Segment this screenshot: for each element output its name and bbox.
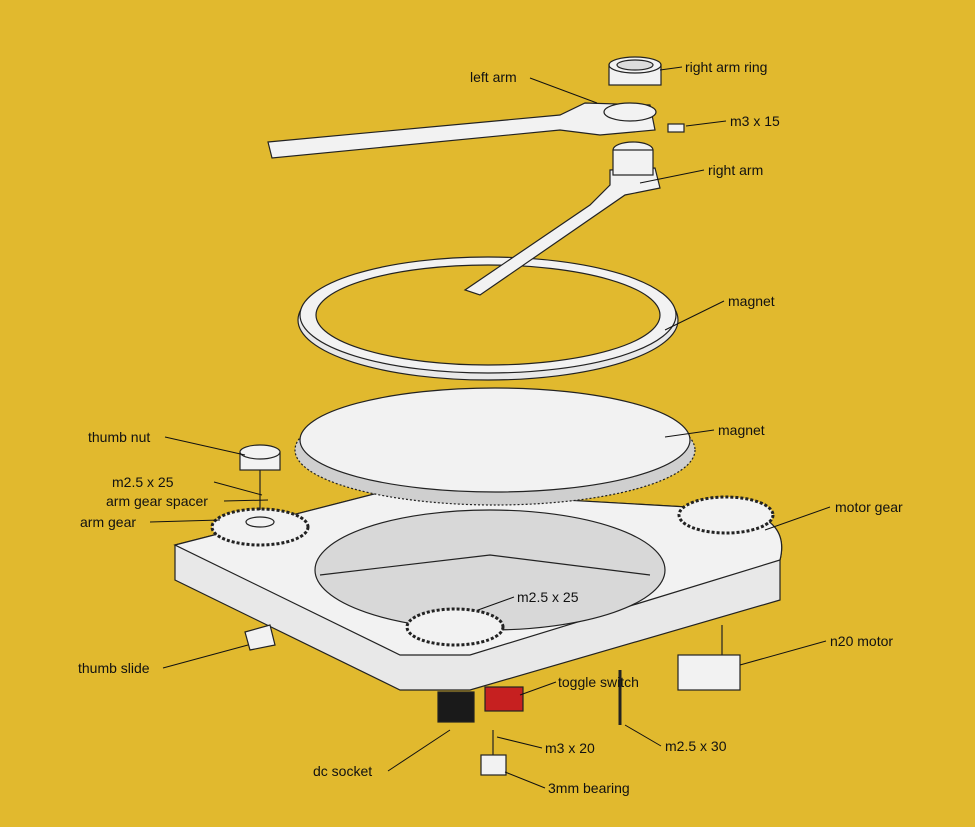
label-m3x20: m3 x 20: [545, 740, 595, 756]
thumb-slide: [244, 624, 276, 651]
right-arm: [463, 141, 661, 296]
label-m25x25-center: m2.5 x 25: [517, 589, 579, 605]
label-thumb-nut: thumb nut: [88, 429, 151, 445]
n20-motor: [677, 625, 741, 691]
label-m25x25-top: m2.5 x 25: [112, 474, 174, 490]
right-arm-ring: [608, 56, 662, 86]
label-motor-gear: motor gear: [835, 499, 903, 515]
label-magnet-ring: magnet: [728, 293, 775, 309]
label-dc-socket: dc socket: [313, 763, 373, 779]
label-n20-motor: n20 motor: [830, 633, 894, 649]
thumb-nut: [239, 444, 281, 510]
label-toggle-switch: toggle switch: [558, 674, 639, 690]
3mm-bearing: [480, 754, 507, 776]
label-thumb-slide: thumb slide: [78, 660, 150, 676]
label-3mm-bearing: 3mm bearing: [548, 780, 630, 796]
base-plate: [173, 489, 783, 691]
gear-disk: [294, 387, 696, 506]
label-right-arm-ring: right arm ring: [685, 59, 768, 75]
label-right-arm: right arm: [708, 162, 764, 178]
arm-gear: [210, 507, 310, 547]
left-arm: [267, 102, 657, 159]
label-magnet-disk: magnet: [718, 422, 765, 438]
dc-socket: [437, 691, 475, 723]
magnet-ring: [297, 256, 679, 381]
label-arm-gear: arm gear: [80, 514, 137, 530]
center-gear: [405, 607, 505, 647]
label-m25x30: m2.5 x 30: [665, 738, 727, 754]
label-m3x15: m3 x 15: [730, 113, 780, 129]
label-left-arm: left arm: [470, 69, 517, 85]
leader-lines: [149, 66, 831, 789]
label-arm-gear-spacer: arm gear spacer: [106, 493, 208, 509]
motor-gear: [677, 495, 775, 535]
m3x15-screw: [667, 123, 685, 133]
toggle-switch: [484, 686, 524, 712]
